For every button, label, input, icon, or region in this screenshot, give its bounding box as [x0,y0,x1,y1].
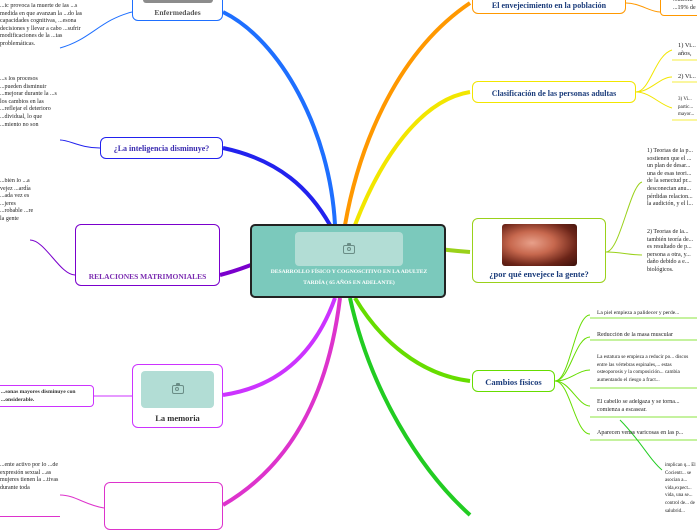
note-enfermedades: ...ic provoca la muerte de las ...s medi… [0,3,83,47]
node-por-que-label: ¿por qué envejece la gente? [489,269,589,279]
node-cambios-label: Cambios físicos [485,377,542,387]
note-sexualidad: ...ente activo por lo ...de expresión se… [0,462,59,491]
clasificacion-item-1: 1) Vi... años, [678,42,696,57]
camera-icon [171,383,184,394]
node-relaciones[interactable]: RELACIONES MATRIMONIALES [75,224,220,286]
node-envejecimiento[interactable]: El envejecimiento en la población [472,0,626,14]
branch-line-inteligencia [222,146,332,226]
node-inteligencia[interactable]: ¿La inteligencia disminuye? [100,137,223,159]
branch-line-memoria [222,297,337,397]
branch-line-clasificacion [353,90,471,226]
disease-image [143,0,213,3]
node-relaciones-label: RELACIONES MATRIMONIALES [88,272,207,281]
node-envejecimiento-label: El envejecimiento en la población [491,1,607,10]
camera-icon [343,242,355,254]
note-memoria-box[interactable]: ...sonas mayores disminuye con ...onside… [0,385,94,407]
branch-line-envejecimiento [343,1,472,226]
central-topic-title: DESARROLLO FÍSICO Y COGNOSCITIVO EN LA A… [270,269,428,286]
note-bottom-right: implican q... El Cocientr... se asocian … [665,463,696,514]
node-cambios[interactable]: Cambios físicos [472,370,555,392]
node-clasificacion[interactable]: Clasificación de las personas adultas [472,81,636,103]
hands-image [502,224,577,266]
central-image-placeholder [295,232,403,266]
branch-line-bottom-right [348,297,472,517]
cambios-item-5: Aparecen venas varicosas en las p... [597,430,684,436]
branch-line-enfermedades [222,10,337,226]
por-que-item-1: 1) Teorías de la p... sostienen que el .… [647,148,693,208]
central-topic[interactable]: DESARROLLO FÍSICO Y COGNOSCITIVO EN LA A… [250,224,446,298]
node-inteligencia-label: ¿La inteligencia disminuye? [113,144,210,153]
cambios-item-1: La piel empieza a palidecer y perde... [597,310,680,316]
note-envejecimiento: ...ncrem ...19% de [673,0,696,11]
note-memoria: ...sonas mayores disminuye con ...onside… [1,389,76,403]
node-bottom-left[interactable] [104,482,223,530]
branch-line-cambios [353,296,471,383]
clasificacion-item-3: 3) Vi... partic... mayor... [678,97,695,117]
clasificacion-item-2: 2) Vi... [678,73,696,80]
node-por-que[interactable]: ¿por qué envejece la gente? [472,218,606,283]
cambios-item-2: Reducción de la masa muscular [597,332,673,338]
node-memoria[interactable]: La memoria [132,364,223,428]
branch-line-bottom-left [221,297,342,507]
cambios-item-4: El cabello se adelgaza y se torna... com… [597,399,680,413]
node-clasificacion-label: Clasificación de las personas adultas [491,89,617,98]
divider [0,516,60,517]
note-relaciones: ...bién lo ...a vejez ...ardía ...ada ve… [0,178,34,222]
note-inteligencia: ...s los procesos ...pueden disminuir ..… [0,76,57,128]
memoria-image-placeholder [141,371,214,408]
node-enfermedades-label: Enfermedades [154,8,201,17]
note-envejecimiento-box[interactable]: ...ncrem ...19% de [660,0,697,16]
node-enfermedades[interactable]: Enfermedades [132,0,223,21]
node-memoria-label: La memoria [155,413,200,423]
cambios-item-3: La estatura se empieza a reducir po... d… [597,354,689,383]
por-que-item-2: 2) Teorías de la... también teoría de...… [647,229,694,273]
